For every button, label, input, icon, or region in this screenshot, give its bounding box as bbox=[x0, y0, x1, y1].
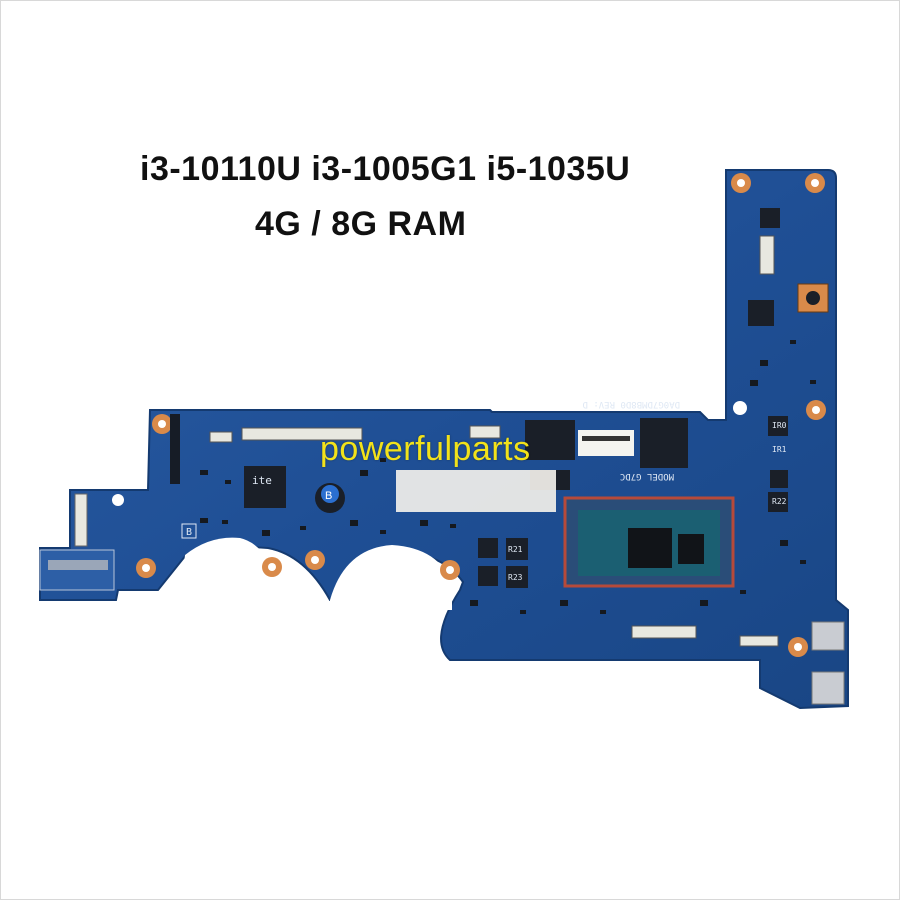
barcode-label bbox=[578, 430, 634, 456]
power-inductors bbox=[478, 416, 788, 588]
ram-options-text: 4G / 8G RAM bbox=[255, 205, 467, 243]
fpc-connector-bottom bbox=[631, 625, 697, 639]
b-marking-box bbox=[181, 523, 197, 539]
tape-sticker bbox=[396, 470, 556, 512]
board-cutout-middle bbox=[330, 545, 452, 610]
ite-logo: ite bbox=[252, 474, 272, 487]
board-model-text: MODEL G7DC bbox=[620, 471, 674, 481]
m2-contacts bbox=[48, 560, 108, 570]
fpc-connector-right bbox=[759, 235, 775, 275]
usb-c-port-2 bbox=[811, 671, 845, 705]
fpc-connector-top-1 bbox=[209, 431, 233, 443]
m2-connector-top bbox=[170, 414, 180, 484]
audio-jack-hole bbox=[806, 291, 820, 305]
chip-right-2 bbox=[748, 300, 774, 326]
fpc-connector-left bbox=[74, 493, 88, 547]
board-cutout-left bbox=[180, 537, 285, 600]
barcode-lines bbox=[582, 436, 630, 441]
cpu-options-text: i3-10110U i3-1005G1 i5-1035U bbox=[140, 150, 631, 188]
fpc-connector-bottom-2 bbox=[739, 635, 779, 647]
ram-chip-2 bbox=[640, 418, 688, 468]
code-ir0: IR0 bbox=[772, 421, 787, 430]
ram-chip-1 bbox=[525, 420, 575, 460]
code-ir1: IR1 bbox=[772, 445, 787, 454]
code-r22: R22 bbox=[772, 497, 787, 506]
mounting-pads bbox=[112, 173, 826, 657]
fpc-connector-top-2 bbox=[241, 427, 363, 441]
pch-die bbox=[678, 534, 704, 564]
code-r23: R23 bbox=[508, 573, 523, 582]
chip-right-1 bbox=[760, 208, 780, 228]
b-marking-label: B bbox=[186, 527, 192, 538]
round-b-label: B bbox=[325, 490, 332, 502]
board-id-text: DA0G7DMB8D0 REV: D bbox=[582, 399, 680, 409]
fpc-connector-top-3 bbox=[469, 425, 501, 439]
watermark-text: powerfulparts bbox=[320, 430, 531, 468]
smd-components bbox=[200, 340, 816, 614]
code-r21: R21 bbox=[508, 545, 523, 554]
usb-c-port-1 bbox=[811, 621, 845, 651]
ite-chip bbox=[244, 466, 286, 508]
cpu-die bbox=[628, 528, 672, 568]
